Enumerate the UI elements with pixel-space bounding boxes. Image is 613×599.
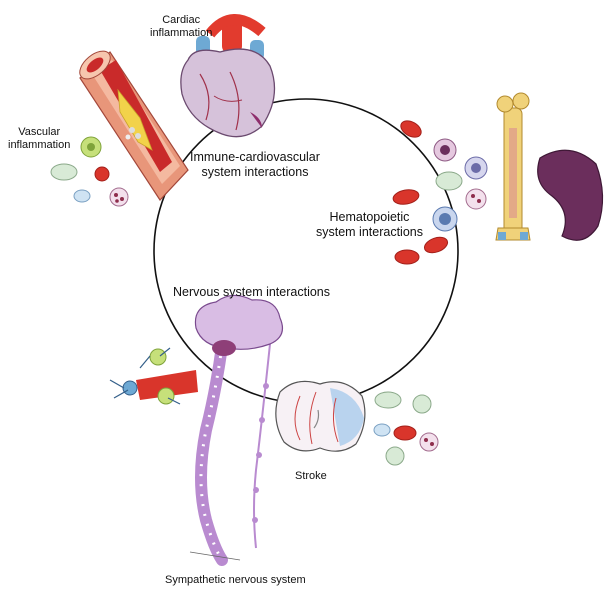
- immune-label-line1: Immune-cardiovascular: [190, 150, 320, 164]
- hematopoietic-label: Hematopoietic system interactions: [316, 210, 423, 240]
- cerebellum: [212, 340, 236, 356]
- vascular-immune-cells: [50, 136, 129, 207]
- red-blood-cells: [392, 120, 449, 265]
- hematopoietic-label-line2: system interactions: [316, 225, 423, 239]
- vascular-inflammation-label: Vascular inflammation: [8, 126, 70, 152]
- nervous-system-label: Nervous system interactions: [173, 285, 331, 299]
- cardiac-label-line2: inflammation: [150, 27, 213, 39]
- hematopoietic-immune-cells: [432, 138, 488, 232]
- spleen-illustration: [537, 149, 604, 241]
- bone-illustration: [495, 92, 531, 241]
- stroke-immune-cells: [373, 391, 439, 466]
- artery-illustration: [79, 50, 189, 201]
- stroke-label: Stroke: [295, 470, 327, 482]
- immune-label-line2: system interactions: [201, 165, 309, 179]
- cardiac-label-line1: Cardiac: [162, 14, 201, 26]
- immune-cardiovascular-label: Immune-cardiovascular system interaction…: [190, 150, 320, 180]
- stroke-brain-section: [275, 380, 366, 452]
- heart-illustration: [180, 14, 276, 138]
- cardiac-inflammation-label: Cardiac inflammation: [150, 14, 212, 40]
- glial-cells: [109, 347, 198, 405]
- vascular-label-line2: inflammation: [8, 139, 71, 151]
- spine-illustration: [189, 340, 271, 566]
- vascular-label-line1: Vascular: [18, 126, 61, 138]
- brain-illustration: [194, 294, 283, 350]
- hematopoietic-label-line1: Hematopoietic: [329, 210, 410, 224]
- sympathetic-label: Sympathetic nervous system: [165, 574, 306, 586]
